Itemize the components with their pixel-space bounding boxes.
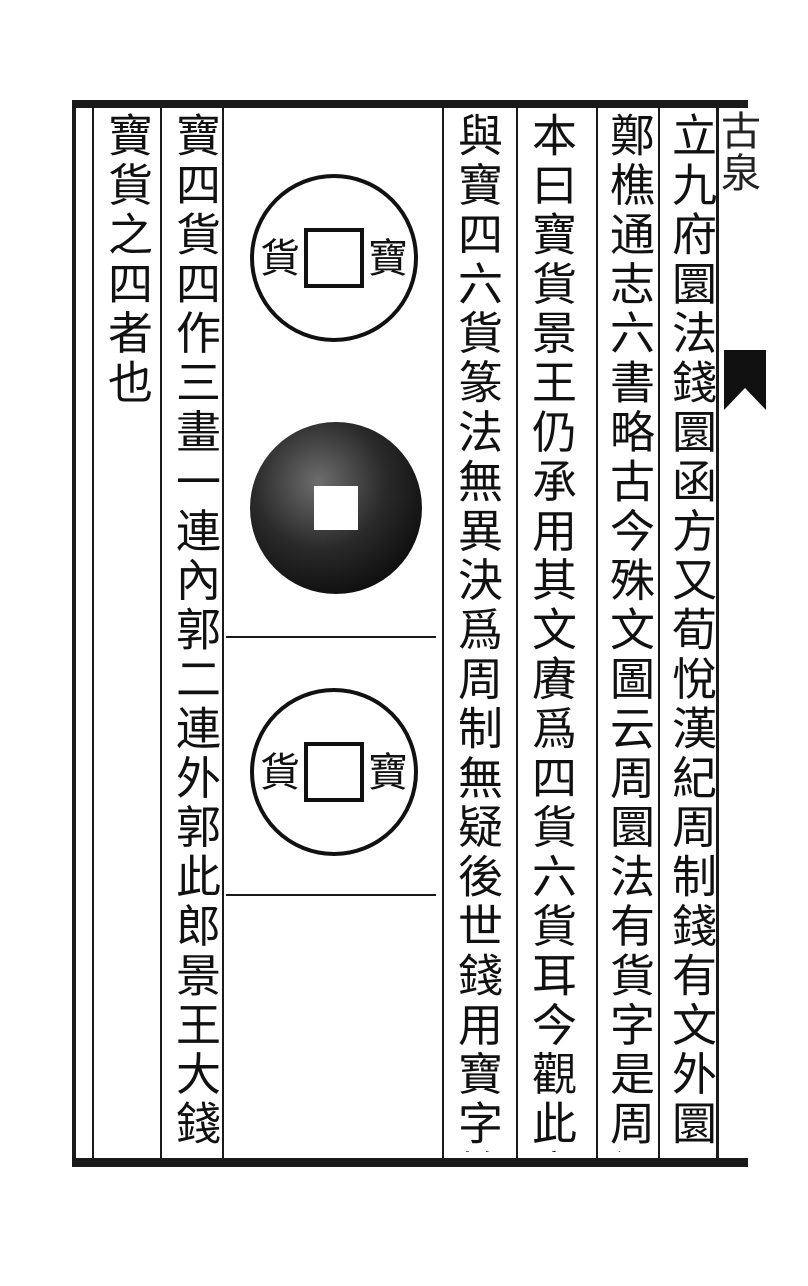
top-border — [72, 100, 748, 108]
column-divider — [92, 108, 94, 1158]
margin-title: 古泉 — [722, 110, 760, 194]
bottom-border — [72, 1158, 748, 1167]
panel-divider — [226, 894, 436, 896]
left-border — [72, 100, 76, 1167]
text-column-3: 本曰寶貨景王仍承用其文賡爲四貨六貨耳今觀此寶貨字 — [524, 112, 576, 1152]
coin-char-right: 寶 — [368, 236, 408, 282]
text-column-4: 與寶四六貨篆法無異決爲周制無疑後世錢用寶字始於此 — [450, 112, 502, 1152]
column-divider — [442, 108, 444, 1158]
coin-obverse-illustration: 寶 貨 — [250, 174, 418, 342]
right-border — [716, 108, 719, 1158]
text-column-1: 立九府圜法錢圜函方又荀悅漢紀周制錢有文外圜函方又 — [664, 112, 716, 1152]
coin-char-left: 貨 — [260, 236, 300, 282]
column-divider — [658, 108, 660, 1158]
coin-char-right: 寶 — [368, 750, 408, 796]
panel-divider — [226, 636, 436, 638]
column-divider — [596, 108, 598, 1158]
text-column-6: 寶貨之四者也 — [100, 112, 152, 409]
fishtail-mark-icon — [724, 350, 766, 410]
coin-panel: 寶 貨 寶 貨 — [226, 116, 436, 1152]
column-divider — [222, 108, 224, 1158]
coin-char-left: 貨 — [260, 750, 300, 796]
text-column-5: 寶四貨四作三畫一連內郭二連外郭此郎景王大錢一枚直 — [168, 112, 220, 1152]
column-divider — [516, 108, 518, 1158]
coin-reverse-illustration — [250, 422, 422, 594]
text-column-2: 鄭樵通志六書略古今殊文圖云周圜法有貨字是周初錢文 — [602, 112, 654, 1152]
coin-obverse-illustration: 寶 貨 — [250, 688, 418, 856]
column-divider — [160, 108, 162, 1158]
